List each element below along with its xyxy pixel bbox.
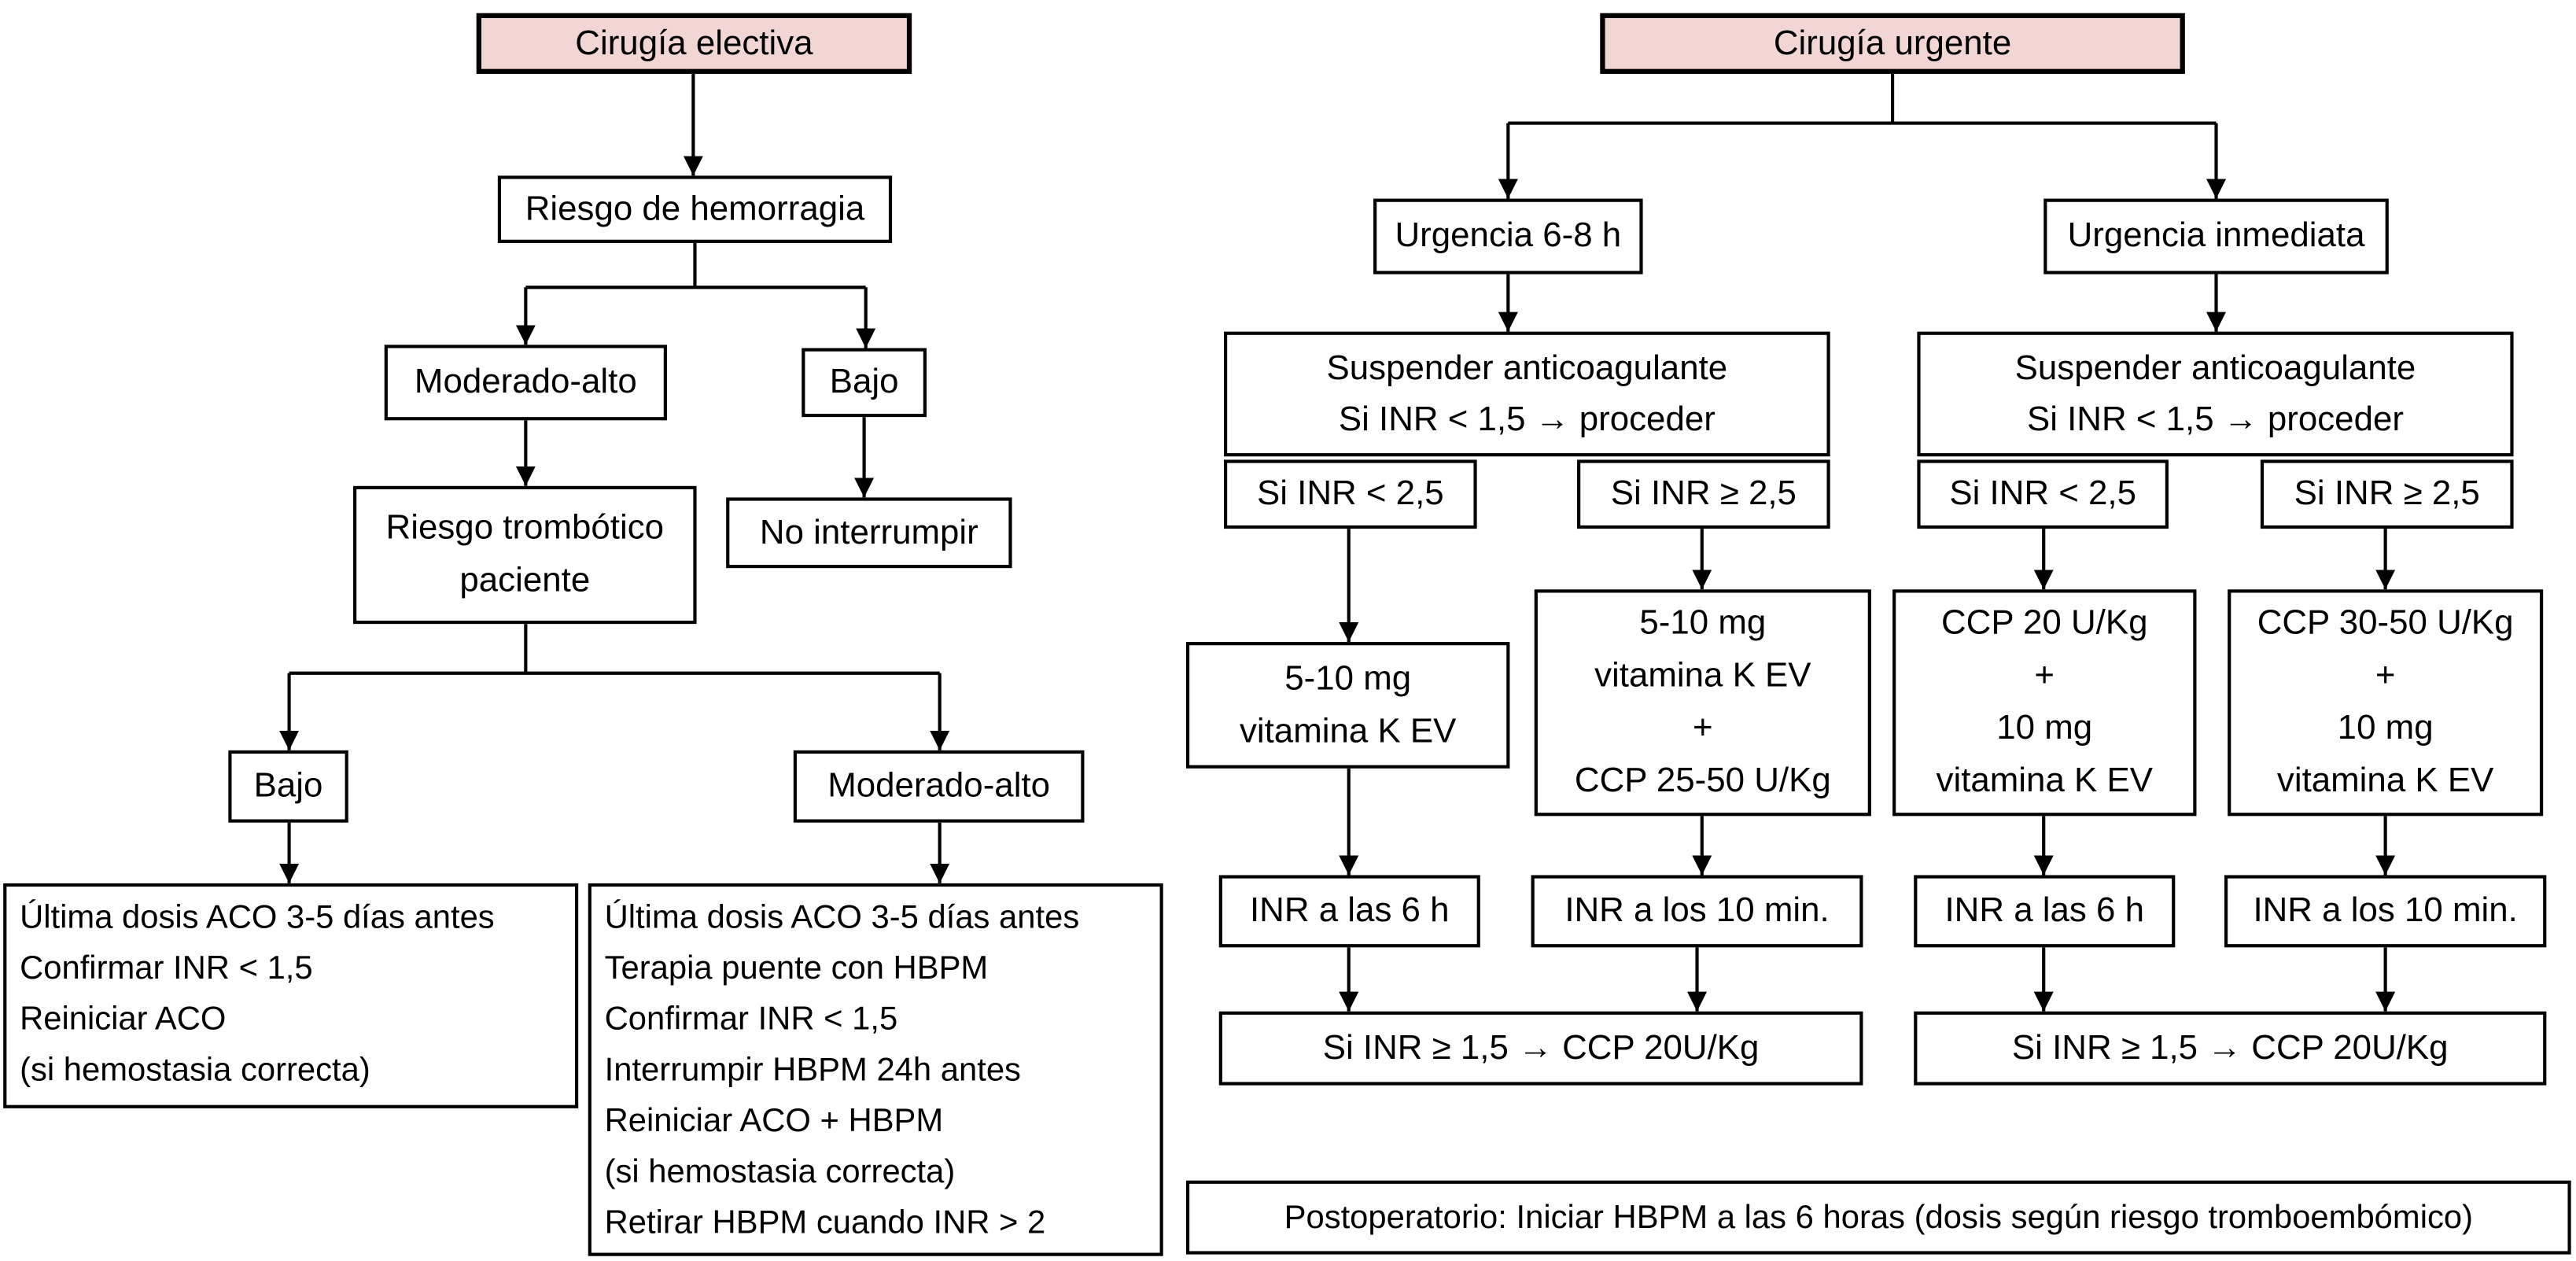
node-urgency-6-8h: Urgencia 6-8 h <box>1373 198 1643 275</box>
node-suspend-anticoagulant-1: Suspender anticoagulante Si INR < 1,5 → … <box>1224 331 1830 457</box>
node-urgency-immediate: Urgencia inmediata <box>2043 198 2389 275</box>
node-no-interrupt: No interrumpir <box>726 497 1012 569</box>
node-bleeding-moderate-high: Moderado-alto <box>384 345 667 421</box>
node-thrombotic-moderate-high: Moderado-alto <box>793 750 1085 823</box>
node-bleeding-risk: Riesgo de hemorragia <box>497 175 893 243</box>
node-inr-10min-1: INR a los 10 min. <box>1531 875 1863 948</box>
node-rescue-ccp-2: Si INR ≥ 1,5 → CCP 20U/Kg <box>1914 1011 2547 1086</box>
node-inr-6h-1: INR a las 6 h <box>1218 875 1480 948</box>
node-plan-low-risk: Última dosis ACO 3-5 días antes Confirma… <box>3 883 579 1108</box>
node-vitamin-k: 5-10 mg vitamina K EV <box>1185 642 1510 769</box>
node-postoperative: Postoperatorio: Iniciar HBPM a las 6 hor… <box>1185 1180 2571 1255</box>
node-if-inr-ge25-2: Si INR ≥ 2,5 <box>2260 459 2514 529</box>
node-elective-surgery: Cirugía electiva <box>476 13 912 74</box>
node-urgent-surgery: Cirugía urgente <box>1600 13 2185 74</box>
node-inr-6h-2: INR a las 6 h <box>1914 875 2176 948</box>
node-suspend-anticoagulant-2: Suspender anticoagulante Si INR < 1,5 → … <box>1917 331 2514 457</box>
node-ccp-30-50: CCP 30-50 U/Kg + 10 mg vitamina K EV <box>2228 589 2544 817</box>
node-thrombotic-risk: Riesgo trombótico paciente <box>353 485 697 625</box>
urgent-arrows <box>1339 73 2396 1012</box>
node-ccp-20: CCP 20 U/Kg + 10 mg vitamina K EV <box>1892 589 2197 817</box>
elective-arrows <box>279 73 950 883</box>
node-if-inr-lt25-2: Si INR < 2,5 <box>1917 459 2169 529</box>
node-if-inr-ge25-1: Si INR ≥ 2,5 <box>1577 459 1830 529</box>
node-plan-high-risk: Última dosis ACO 3-5 días antes Terapia … <box>588 883 1163 1256</box>
node-thrombotic-low: Bajo <box>228 750 348 823</box>
node-vitamin-k-ccp: 5-10 mg vitamina K EV + CCP 25-50 U/Kg <box>1534 589 1871 817</box>
node-inr-10min-2: INR a los 10 min. <box>2224 875 2547 948</box>
node-bleeding-low: Bajo <box>802 348 927 418</box>
node-if-inr-lt25-1: Si INR < 2,5 <box>1224 459 1477 529</box>
node-rescue-ccp-1: Si INR ≥ 1,5 → CCP 20U/Kg <box>1218 1011 1863 1086</box>
